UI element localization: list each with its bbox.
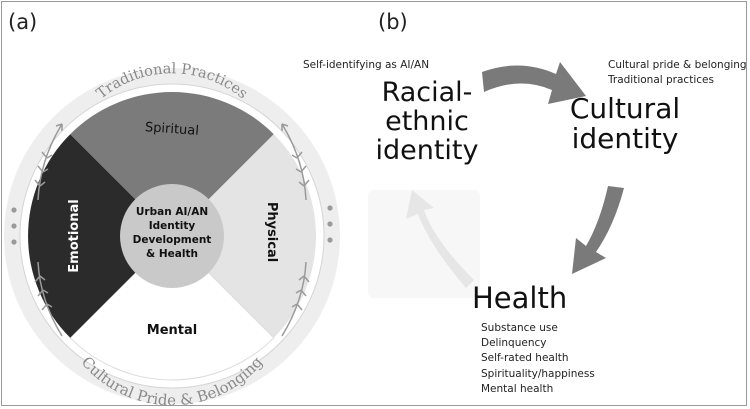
spiritual-label: Spiritual: [144, 120, 199, 139]
cultural-note-1: Cultural pride & belonging: [608, 59, 747, 71]
cultural-line-1: Cultural: [569, 92, 681, 125]
cultural-notes: Cultural pride & belonging Traditional p…: [608, 58, 747, 88]
racial-note: Self-identifying as AI/AN: [303, 59, 430, 71]
quadrant-mental: [69, 235, 275, 381]
quadrant-spiritual: [70, 92, 274, 236]
health-note-4: Spirituality/happiness: [481, 367, 595, 380]
right-arrow-lower: [281, 261, 310, 337]
faded-box: [368, 190, 480, 298]
medicine-wheel: Traditional Practices Cultural Pride & B…: [4, 61, 340, 409]
quadrant-physical: [172, 134, 316, 338]
cultural-line-2: identity: [571, 122, 679, 156]
health-note-1: Substance use: [481, 322, 558, 334]
right-arrow-upper: [281, 123, 310, 201]
center-circle: [120, 184, 224, 288]
panel-b-label: (b): [378, 10, 408, 34]
arrow-cultural-to-health: [572, 186, 624, 274]
ellipsis-dots-right: [327, 205, 333, 243]
center-line-1: Urban AI/AN: [136, 206, 208, 218]
center-line-4: & Health: [146, 248, 198, 260]
health-notes: Substance use Delinquency Self-rated hea…: [481, 321, 595, 397]
emotional-label: Emotional: [67, 199, 82, 272]
quadrant-emotional: [28, 134, 173, 338]
ellipsis-dots-left: [11, 207, 17, 245]
health-note-2: Delinquency: [481, 337, 547, 350]
center-line-3: Development: [133, 234, 212, 246]
center-text: Urban AI/AN Identity Development & Healt…: [133, 206, 212, 260]
left-arrow-upper: [34, 123, 63, 201]
health-title: Health: [472, 281, 568, 315]
cultural-note-2: Traditional practices: [608, 74, 714, 87]
arrow-health-to-racial: [406, 190, 474, 288]
health-note-3: Self-rated health: [481, 352, 569, 365]
cycle-diagram: [368, 62, 624, 298]
panel-a-label: (a): [8, 10, 38, 34]
cultural-identity: Cultural identity: [550, 92, 700, 156]
racial-line-1: Racial-: [381, 77, 473, 108]
mental-label: Mental: [147, 323, 197, 338]
racial-line-2: ethnic: [385, 106, 469, 138]
left-arrow-lower: [34, 261, 63, 337]
health-note-5: Mental health: [481, 382, 554, 395]
racial-line-3: identity: [375, 135, 479, 167]
center-line-2: Identity: [149, 220, 196, 232]
arrow-racial-to-cultural: [482, 62, 586, 104]
racial-ethnic-identity: Racial- ethnic identity: [368, 77, 486, 167]
physical-label: Physical: [264, 202, 279, 262]
